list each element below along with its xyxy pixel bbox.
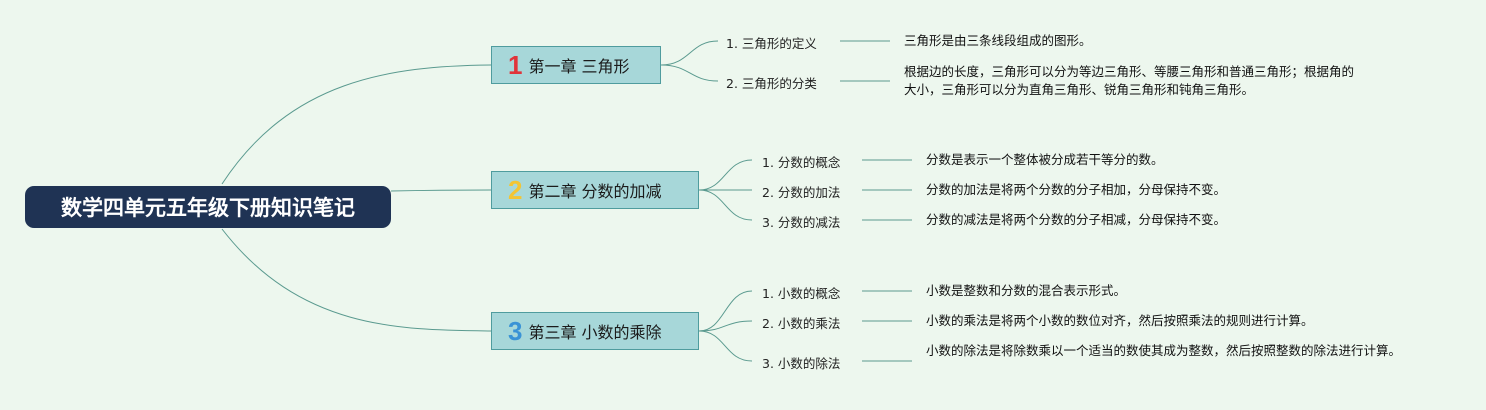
link-ch3-t3 [698,330,753,362]
desc-1-2: 根据边的长度，三角形可以分为等边三角形、等腰三角形和普通三角形；根据角的大小，三… [904,64,1355,97]
desc-2-1: 分数是表示一个整体被分成若干等分的数。 [926,152,1164,167]
link-root-ch2 [390,189,492,192]
link-root-ch3 [221,228,492,332]
chapter-node-2[interactable]: 2 第二章 分数的加减 [491,171,699,209]
desc-2-3: 分数的减法是将两个分数的分子相减，分母保持不变。 [926,212,1227,227]
chapter-label-2: 第二章 分数的加减 [528,182,662,201]
topic-1-1[interactable]: 1. 三角形的定义 [726,36,817,51]
link-ch2-t1 [698,159,753,191]
topic-3-2[interactable]: 2. 小数的乘法 [762,316,841,331]
link-root-ch1 [221,64,492,185]
chapter-number-1: 1 [508,49,523,80]
link-ch1-t1 [660,40,719,66]
topic-3-3[interactable]: 3. 小数的除法 [762,356,841,371]
chapter-node-3[interactable]: 3 第三章 小数的乘除 [491,312,699,350]
link-ch3-t2 [698,320,753,332]
link-ch2-t3 [698,189,753,221]
topic-2-2[interactable]: 2. 分数的加法 [762,185,841,200]
chapter-label-3: 第三章 小数的乘除 [528,323,662,342]
link-ch1-t2 [660,64,719,82]
topic-2-1[interactable]: 1. 分数的概念 [762,155,841,170]
topic-1-2[interactable]: 2. 三角形的分类 [726,76,817,91]
chapter-label-1: 第一章 三角形 [528,57,630,76]
desc-3-2: 小数的乘法是将两个小数的数位对齐，然后按照乘法的规则进行计算。 [926,313,1314,328]
link-ch3-t1 [698,290,753,332]
chapter-number-2: 2 [508,174,523,205]
topic-2-3[interactable]: 3. 分数的减法 [762,215,841,230]
chapter-node-1[interactable]: 1 第一章 三角形 [491,46,661,84]
desc-1-1: 三角形是由三条线段组成的图形。 [904,33,1092,48]
desc-2-2: 分数的加法是将两个分数的分子相加，分母保持不变。 [926,182,1227,197]
desc-3-3: 小数的除法是将除数乘以一个适当的数使其成为整数，然后按照整数的除法进行计算。 [926,343,1402,358]
chapter-number-3: 3 [508,315,523,346]
root-node-title[interactable]: 数学四单元五年级下册知识笔记 [25,186,391,228]
desc-3-1: 小数是整数和分数的混合表示形式。 [926,283,1127,298]
topic-3-1[interactable]: 1. 小数的概念 [762,286,841,301]
